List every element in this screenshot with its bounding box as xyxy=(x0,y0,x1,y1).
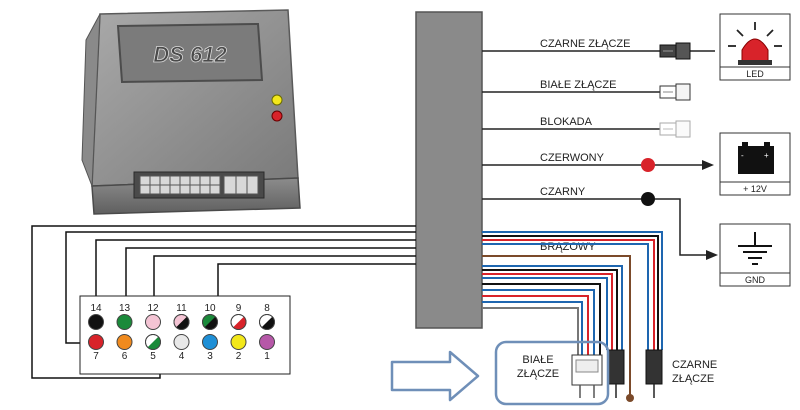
pin-dot xyxy=(259,334,275,350)
black-wire-terminal xyxy=(641,192,655,206)
pin-dot-ring xyxy=(259,314,275,330)
pin-number: 11 xyxy=(176,303,187,314)
white-connector-label-1: BIAŁE xyxy=(522,354,553,366)
pin-number: 1 xyxy=(264,351,270,362)
pin-7: 7 xyxy=(88,334,104,362)
pin-dot xyxy=(173,334,190,350)
ground-icon xyxy=(738,232,772,265)
pin-dot-stripe xyxy=(233,316,246,330)
pin-dot xyxy=(88,334,104,350)
svg-text:+: + xyxy=(764,151,769,160)
pin-number: 3 xyxy=(207,351,213,362)
pin-dot xyxy=(116,334,133,350)
pin-dot xyxy=(202,334,218,350)
pin-dot-ring xyxy=(230,314,247,330)
pin-dot xyxy=(230,334,247,350)
pin-dot-stripe xyxy=(261,316,275,330)
white-connector-label-2: ZŁĄCZE xyxy=(517,368,559,380)
bottom-black-plug-2 xyxy=(645,349,663,398)
bottom-black-plug-1 xyxy=(607,349,625,398)
pin-number: 2 xyxy=(236,351,242,362)
device-module: DS 612 xyxy=(81,9,301,215)
pin-dot-stripe xyxy=(147,336,161,350)
ground-label: GND xyxy=(745,275,766,285)
pin-dot-stripe xyxy=(204,316,218,330)
pin-dot xyxy=(116,314,133,330)
device-socket xyxy=(133,171,265,199)
pin-dot-stripe xyxy=(176,316,189,330)
pin-8: 8 xyxy=(259,303,275,330)
pin-1: 1 xyxy=(259,334,275,362)
pin-number: 10 xyxy=(204,303,216,314)
pin-4: 4 xyxy=(173,334,190,362)
black-connector-label-1: CZARNE xyxy=(672,359,717,371)
led-label: LED xyxy=(746,69,764,79)
pin-number: 13 xyxy=(119,303,131,314)
pin-dot-ring xyxy=(173,314,190,330)
ground-component: GND xyxy=(719,223,791,287)
pin-3: 3 xyxy=(202,334,218,362)
pin-number: 6 xyxy=(122,351,128,362)
device-led-red xyxy=(271,110,283,122)
pin-number: 12 xyxy=(147,303,159,314)
bottom-white-plug xyxy=(571,354,603,398)
pin-dot xyxy=(88,314,104,330)
device-led-yellow xyxy=(271,94,283,106)
pointer-arrow-icon xyxy=(390,350,480,402)
pin-9: 9 xyxy=(230,303,247,330)
lock-plug-icon xyxy=(659,120,691,138)
pin-dot-ring xyxy=(145,334,161,350)
wire-label-black: CZARNY xyxy=(540,186,586,198)
pin-number: 9 xyxy=(236,303,242,314)
pin-5: 5 xyxy=(145,334,161,362)
pin-number: 8 xyxy=(264,303,270,314)
wire-bundle xyxy=(482,231,663,395)
black-wire-arrow-icon xyxy=(706,250,718,260)
pin-number: 7 xyxy=(93,351,99,362)
pin-row-top: 14 13 12 11 10 9 8 xyxy=(88,303,275,330)
wire-label-black-connector: CZARNE ZŁĄCZE xyxy=(540,38,630,50)
pin-12: 12 xyxy=(145,303,161,330)
pin-row-bottom: 7 6 5 4 3 2 1 xyxy=(88,334,275,362)
black-connector-label-2: ZŁĄCZE xyxy=(672,373,714,385)
pin-dot xyxy=(145,314,161,330)
pin-11: 11 xyxy=(173,303,190,330)
brown-wire-terminal xyxy=(626,394,634,402)
pin-number: 4 xyxy=(179,351,185,362)
pin-14: 14 xyxy=(88,303,104,330)
wire-label-red: CZERWONY xyxy=(540,152,605,164)
wire-label-white-connector: BIAŁE ZŁĄCZE xyxy=(540,79,616,91)
black-plug-icon xyxy=(659,42,691,60)
pin-2: 2 xyxy=(230,334,247,362)
battery-icon: - + xyxy=(738,142,774,174)
battery-label: + 12V xyxy=(743,184,767,194)
beacon-icon xyxy=(728,22,782,65)
svg-text:-: - xyxy=(741,151,744,160)
pin-6: 6 xyxy=(116,334,133,362)
battery-component: - + + 12V xyxy=(719,132,791,196)
pin-10: 10 xyxy=(202,303,218,330)
led-component: LED xyxy=(719,13,791,81)
wire-label-brown: BRĄZOWY xyxy=(540,241,596,253)
pin-13: 13 xyxy=(116,303,133,330)
harness-block xyxy=(415,11,483,329)
red-wire-arrow-icon xyxy=(702,160,714,170)
white-connector-highlight xyxy=(494,340,610,406)
pin-number: 5 xyxy=(150,351,156,362)
pin-number: 14 xyxy=(90,303,102,314)
right-wires xyxy=(482,50,715,256)
red-wire-terminal xyxy=(641,158,655,172)
pin-dot-ring xyxy=(202,314,218,330)
white-plug-icon xyxy=(659,83,691,101)
wire-label-lock: BLOKADA xyxy=(540,116,593,128)
device-model-label: DS 612 xyxy=(153,42,227,67)
